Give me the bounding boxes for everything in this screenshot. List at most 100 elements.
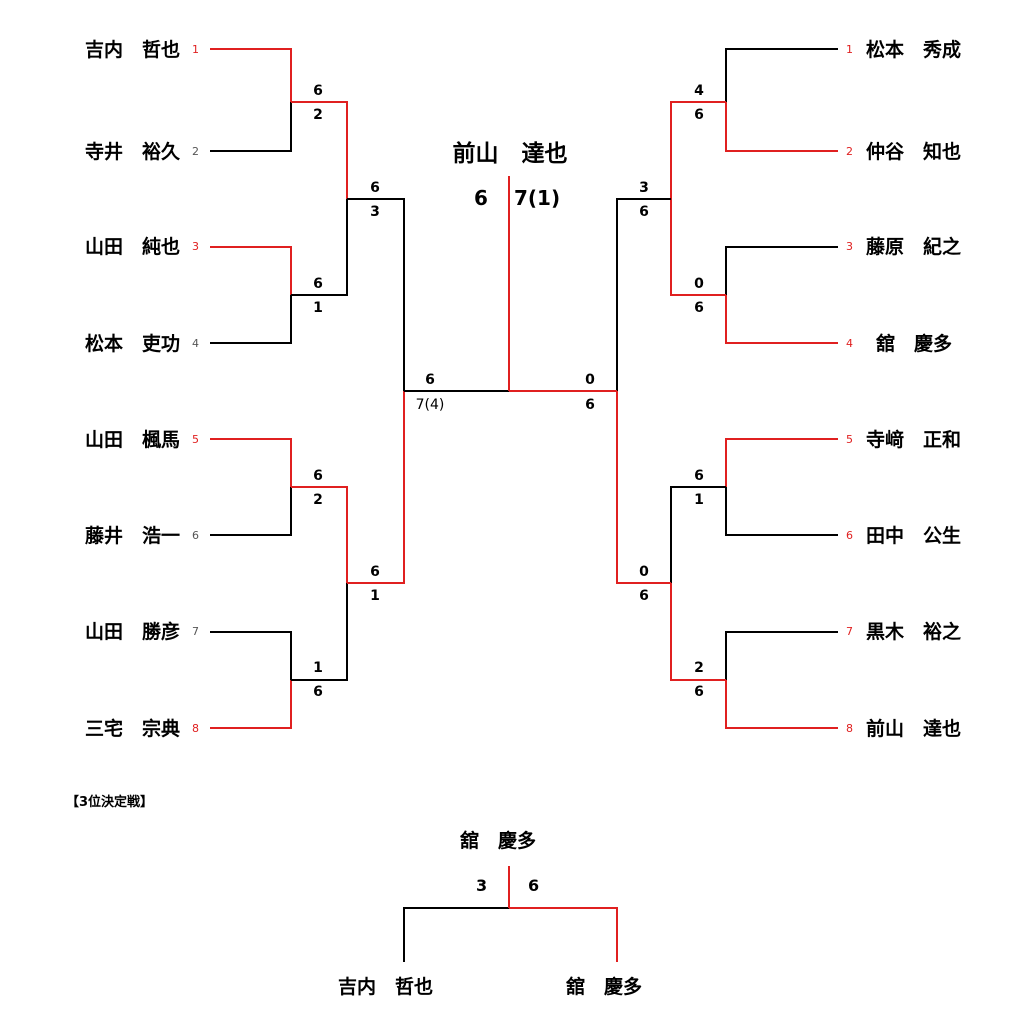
right-sf-score-top: 0 <box>585 372 595 388</box>
right-player-7-seed: 7 <box>846 625 853 638</box>
third-place-player-left: 吉内 哲也 <box>338 976 434 998</box>
left-r2-match-1-score-top: 6 <box>370 180 380 196</box>
left-player-2-name: 寺井 裕久 <box>84 141 180 163</box>
third-line-right <box>509 907 618 962</box>
right-line-p1 <box>725 48 838 102</box>
left-line-r2m1-win <box>347 198 405 391</box>
right-line-p8 <box>725 680 838 729</box>
third-place-heading: 【3位決定戦】 <box>66 795 154 810</box>
right-line-r2m1-win <box>616 198 671 391</box>
right-line-r2m2-win <box>616 391 671 584</box>
right-player-8-seed: 8 <box>846 722 853 735</box>
third-place-score-left: 3 <box>476 876 488 895</box>
left-r1-match-4-score-top: 1 <box>313 660 323 676</box>
third-line-left <box>403 907 509 962</box>
left-player-2-seed: 2 <box>192 145 199 158</box>
left-r1-match-4-score-bottom: 6 <box>313 684 323 700</box>
left-player-1-name: 吉内 哲也 <box>84 39 180 61</box>
left-player-5-seed: 5 <box>192 433 199 446</box>
left-r2-match-1-score-bottom: 3 <box>370 204 380 220</box>
left-line-r1m2-win <box>291 199 348 296</box>
left-line-r2m2-win <box>347 391 405 584</box>
left-player-6-name: 藤井 浩一 <box>84 525 180 547</box>
left-player-6-seed: 6 <box>192 529 199 542</box>
right-player-6-name: 田中 公生 <box>866 525 962 547</box>
right-r2-match-1-score-bottom: 6 <box>639 204 649 220</box>
right-player-2-seed: 2 <box>846 145 853 158</box>
left-r1-match-3-score-top: 6 <box>313 468 323 484</box>
final-score-left: 6 <box>474 186 488 210</box>
right-r1-match-1-score-bottom: 6 <box>694 107 704 123</box>
left-line-r1m3-win <box>291 486 348 583</box>
right-player-1-seed: 1 <box>846 43 853 56</box>
right-line-p6 <box>725 487 838 536</box>
right-line-r1m2-win <box>670 199 726 296</box>
right-r1-match-4-score-top: 2 <box>694 660 704 676</box>
right-line-p7 <box>725 631 838 680</box>
left-player-8-seed: 8 <box>192 722 199 735</box>
left-line-p4 <box>210 295 292 344</box>
right-player-4-name: 舘 慶多 <box>876 333 953 355</box>
final-score-right: 7(1) <box>514 186 561 210</box>
left-sf-score-bottom: 7(4) <box>415 397 445 413</box>
left-line-p1 <box>210 48 292 102</box>
right-player-5-name: 寺﨑 正和 <box>866 429 962 451</box>
right-r1-match-3-score-top: 6 <box>694 468 704 484</box>
right-r1-match-4-score-bottom: 6 <box>694 684 704 700</box>
third-place-score-right: 6 <box>528 876 540 895</box>
left-r1-match-2-score-top: 6 <box>313 276 323 292</box>
left-line-p7 <box>210 631 292 680</box>
right-r2-match-2-score-bottom: 6 <box>639 588 649 604</box>
right-player-6-seed: 6 <box>846 529 853 542</box>
right-line-r1m1-win <box>670 101 726 199</box>
right-line-p3 <box>725 246 838 295</box>
right-line-p4 <box>725 295 838 344</box>
right-player-3-seed: 3 <box>846 240 853 253</box>
left-player-7-seed: 7 <box>192 625 199 638</box>
right-r2-match-1-score-top: 3 <box>639 180 649 196</box>
third-place-player-right: 舘 慶多 <box>566 976 643 998</box>
right-player-2-name: 仲谷 知也 <box>866 141 962 163</box>
right-line-r1m4-win <box>670 583 726 681</box>
right-player-3-name: 藤原 紀之 <box>866 236 962 258</box>
champion-name: 前山 達也 <box>452 141 568 167</box>
right-player-8-name: 前山 達也 <box>866 718 962 740</box>
left-player-4-seed: 4 <box>192 337 199 350</box>
left-line-r1m1-win <box>291 101 348 199</box>
left-sf-score-top: 6 <box>425 372 435 388</box>
left-player-7-name: 山田 勝彦 <box>84 621 180 643</box>
left-r1-match-2-score-bottom: 1 <box>313 300 323 316</box>
left-line-p3 <box>210 246 292 295</box>
right-sf-score-bottom: 6 <box>585 397 595 413</box>
left-line-p6 <box>210 487 292 536</box>
right-line-p5 <box>725 438 838 487</box>
right-r1-match-1-score-top: 4 <box>694 83 704 99</box>
right-r1-match-3-score-bottom: 1 <box>694 492 704 508</box>
right-r2-match-2-score-top: 0 <box>639 564 649 580</box>
right-player-5-seed: 5 <box>846 433 853 446</box>
right-r1-match-2-score-bottom: 6 <box>694 300 704 316</box>
left-r1-match-1-score-top: 6 <box>313 83 323 99</box>
right-player-1-name: 松本 秀成 <box>866 39 962 61</box>
left-player-3-seed: 3 <box>192 240 199 253</box>
left-player-8-name: 三宅 宗典 <box>84 718 180 740</box>
left-player-3-name: 山田 純也 <box>84 236 180 258</box>
left-r1-match-3-score-bottom: 2 <box>313 492 323 508</box>
right-r1-match-2-score-top: 0 <box>694 276 704 292</box>
right-line-r1m3-win <box>670 486 726 583</box>
right-player-4-seed: 4 <box>846 337 853 350</box>
left-r2-match-2-score-bottom: 1 <box>370 588 380 604</box>
left-player-5-name: 山田 楓馬 <box>84 429 180 451</box>
left-line-p2 <box>210 102 292 152</box>
left-line-p5 <box>210 438 292 487</box>
left-player-1-seed: 1 <box>192 43 199 56</box>
left-r1-match-1-score-bottom: 2 <box>313 107 323 123</box>
right-player-7-name: 黒木 裕之 <box>866 621 962 643</box>
left-line-r1m4-win <box>291 583 348 681</box>
right-line-p2 <box>725 102 838 152</box>
third-place-winner-name: 舘 慶多 <box>460 830 537 852</box>
left-r2-match-2-score-top: 6 <box>370 564 380 580</box>
left-player-4-name: 松本 吏功 <box>84 333 180 355</box>
left-line-p8 <box>210 680 292 729</box>
